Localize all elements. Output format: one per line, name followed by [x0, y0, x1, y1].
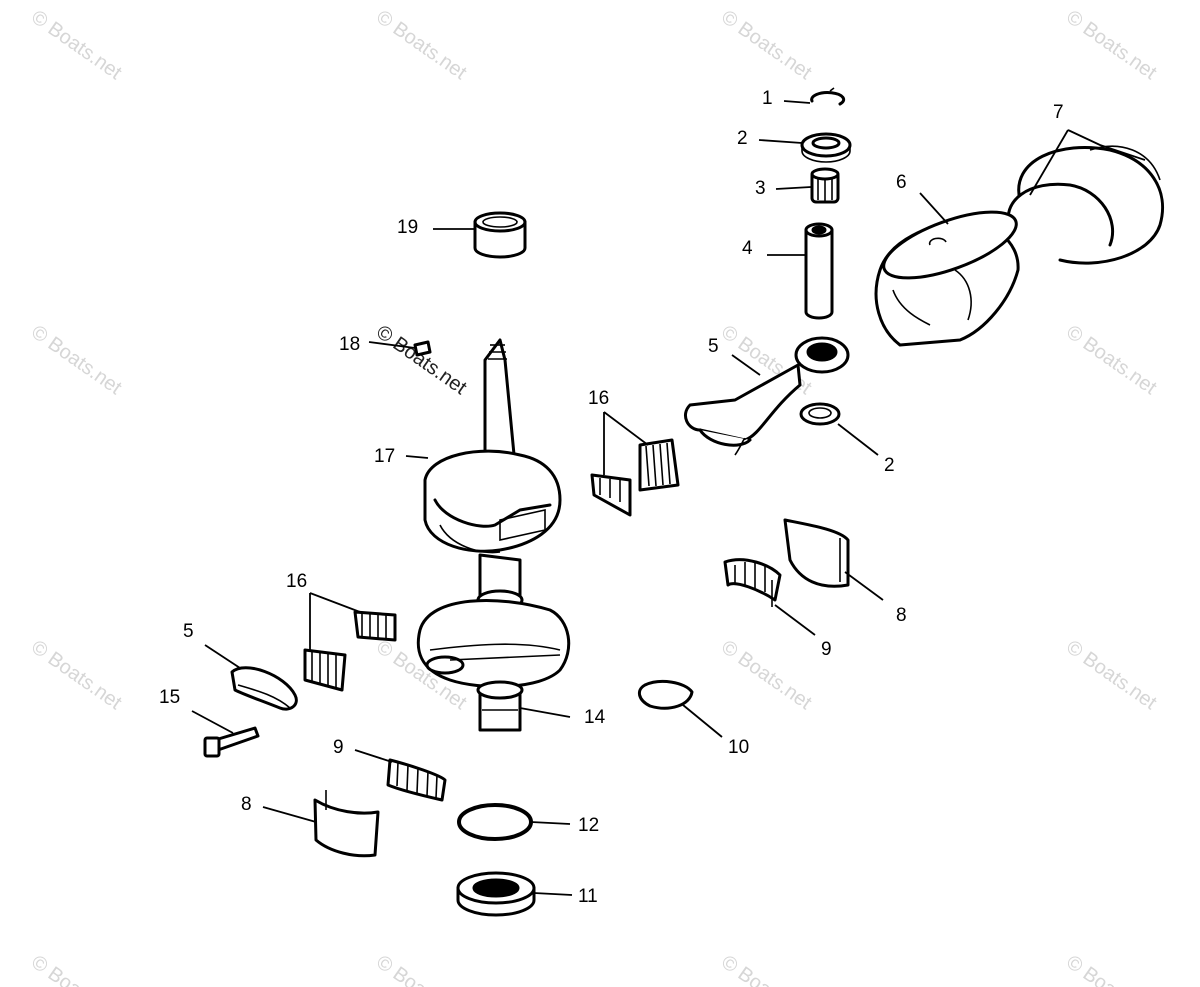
callout-12: 12 — [578, 815, 599, 836]
watermark: © Boats.net — [372, 6, 471, 84]
part-6-piston — [874, 210, 1020, 347]
callout-19: 19 — [397, 217, 418, 238]
callout-10: 10 — [728, 737, 749, 758]
watermark: © Boats.net — [1062, 636, 1161, 714]
watermark: © Boats.net — [27, 636, 126, 714]
part-8-bearing-shell-left — [313, 790, 380, 858]
parts-layer — [203, 87, 1165, 917]
part-4-piston-pin — [804, 222, 834, 320]
watermark: © Boats.net — [717, 951, 816, 987]
callouts: 1 2 3 4 5 6 7 19 18 16 2 17 8 9 16 5 15 … — [159, 88, 1064, 907]
watermark: © Boats.net — [1062, 321, 1161, 399]
part-16-bearing-cage-left — [303, 610, 397, 692]
callout-17: 17 — [374, 446, 395, 467]
callout-8: 8 — [896, 605, 907, 626]
callout-4: 4 — [742, 238, 753, 259]
part-9-bearing-shell-left — [386, 758, 447, 802]
part-18-woodruff-key — [413, 340, 432, 357]
callout-2: 2 — [884, 455, 895, 476]
callout-16: 16 — [588, 388, 609, 409]
watermark: © Boats.net — [27, 6, 126, 84]
part-11-oil-seal — [456, 871, 536, 917]
part-5-connecting-rod — [684, 336, 850, 456]
callout-11: 11 — [578, 886, 598, 907]
watermark: © Boats.net — [27, 321, 126, 399]
watermark: © Boats.net — [27, 951, 126, 987]
part-19-bearing — [473, 211, 527, 259]
callout-6: 6 — [896, 172, 907, 193]
part-12-o-ring — [457, 803, 533, 841]
callout-8: 8 — [241, 794, 252, 815]
callout-9: 9 — [333, 737, 344, 758]
watermark-center: © Boats.net — [372, 321, 471, 399]
callout-5: 5 — [183, 621, 194, 642]
leader-lines — [191, 100, 1146, 896]
part-15-cap-screw — [203, 726, 260, 758]
callout-18: 18 — [339, 334, 360, 355]
watermark: © Boats.net — [717, 636, 816, 714]
part-1-retaining-ring — [810, 87, 846, 106]
callout-1: 1 — [762, 88, 773, 109]
watermark: © Boats.net — [1062, 951, 1161, 987]
part-2-thrust-washer-lower — [799, 402, 841, 426]
callout-5: 5 — [708, 336, 719, 357]
callout-14: 14 — [584, 707, 606, 728]
part-2-thrust-washer-upper — [800, 132, 852, 163]
part-3-needle-bearing — [810, 167, 840, 204]
watermark: © Boats.net — [1062, 6, 1161, 84]
callout-9: 9 — [821, 639, 832, 660]
part-10-retaining-ring — [637, 680, 694, 710]
callout-3: 3 — [755, 178, 766, 199]
watermark: © Boats.net — [372, 951, 471, 987]
part-7-piston-rings — [1006, 145, 1165, 265]
part-8-bearing-shell-right — [783, 518, 850, 588]
callout-2: 2 — [737, 128, 748, 149]
callout-15: 15 — [159, 687, 180, 708]
callout-16: 16 — [286, 571, 307, 592]
part-5-rod-cap — [230, 666, 298, 711]
part-16-bearing-cage-right — [590, 438, 680, 517]
part-17-crankshaft — [416, 338, 571, 732]
part-9-bearing-shell-right — [723, 558, 782, 607]
callout-7: 7 — [1053, 102, 1064, 123]
watermark: © Boats.net — [717, 6, 816, 84]
